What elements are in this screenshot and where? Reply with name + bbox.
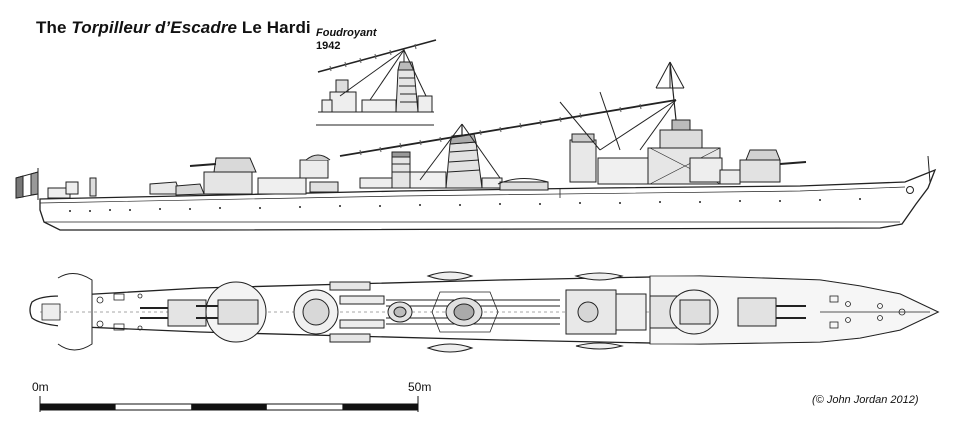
plan-fore-funnel [431, 291, 499, 333]
bridge-superstructure [569, 119, 723, 185]
scale-bar [39, 396, 419, 412]
inset-foudroyant-view [315, 39, 437, 126]
mainmast [419, 123, 501, 181]
ensign-flag [15, 168, 39, 200]
fore-gun-mounts [719, 149, 807, 185]
aft-torpedo-tubes [299, 154, 339, 193]
title-italic: Torpilleur d’Escadre [71, 18, 238, 37]
plan-aa-platform [293, 289, 339, 335]
inset-ship-name: Foudroyant [316, 27, 377, 39]
plan-boats [426, 271, 624, 353]
plan-aft-guns [140, 281, 267, 343]
copyright-credit: (© John Jordan 2012) [812, 394, 919, 406]
plan-aft-funnel [387, 301, 413, 323]
drawing-title: The Torpilleur d’Escadre Le Hardi [36, 18, 311, 38]
aft-gun-mounts [149, 157, 307, 196]
inset-year: 1942 [316, 40, 341, 52]
aft-funnel [359, 151, 447, 189]
scale-start-label: 0m [32, 380, 49, 394]
plan-quarterdeck-fittings [41, 293, 143, 331]
scale-end-label: 50m [408, 380, 432, 394]
side-profile-view [15, 61, 937, 231]
plan-forecastle-fittings [820, 295, 930, 329]
title-prefix: The [36, 18, 72, 37]
plan-view [29, 271, 940, 353]
portholes [69, 198, 861, 212]
title-suffix: Le Hardi [237, 18, 311, 37]
fore-funnel [445, 133, 503, 189]
plan-fore-guns [669, 289, 806, 335]
